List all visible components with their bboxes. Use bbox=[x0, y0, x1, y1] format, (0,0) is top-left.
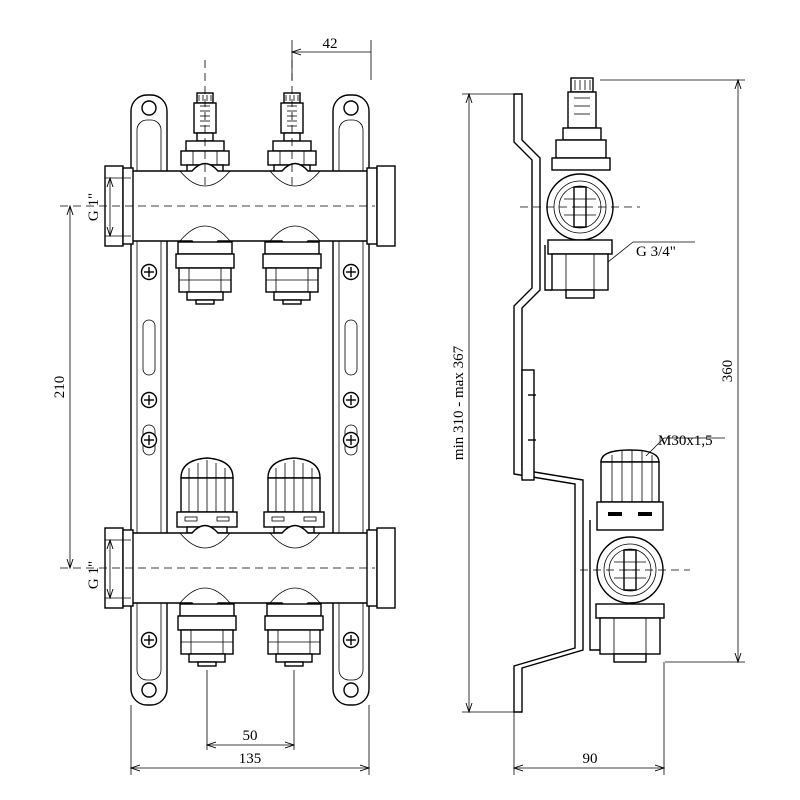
dim-50: 50 bbox=[207, 728, 294, 745]
dim-label-210: 210 bbox=[52, 376, 68, 399]
screw-icon bbox=[342, 391, 360, 409]
dim-label-135: 135 bbox=[239, 751, 262, 767]
side-view bbox=[513, 77, 690, 713]
dim-label-42: 42 bbox=[323, 36, 338, 52]
screw-icon bbox=[342, 431, 360, 449]
dim-label-90: 90 bbox=[583, 751, 598, 767]
dim-135: 135 bbox=[131, 705, 369, 775]
screw-icon bbox=[140, 631, 158, 649]
dim-210: 210 bbox=[52, 206, 70, 568]
dim-label-height-range: min 310 - max 367 bbox=[451, 345, 467, 460]
dim-label-50: 50 bbox=[243, 728, 258, 744]
dim-42: 42 bbox=[292, 36, 372, 80]
callout-label-g34: G 3/4" bbox=[636, 244, 676, 260]
dim-g1-bottom: G 1" bbox=[86, 540, 131, 598]
callout-label-m30: M30x1,5 bbox=[658, 433, 713, 449]
screw-icon bbox=[342, 263, 360, 281]
side-bracket bbox=[513, 93, 584, 713]
screw-icon bbox=[342, 631, 360, 649]
side-supply-manifold bbox=[589, 449, 665, 663]
front-view bbox=[60, 60, 396, 750]
screw-icon bbox=[140, 431, 158, 449]
dim-360: 360 bbox=[600, 80, 745, 662]
dim-label-g1-bottom: G 1" bbox=[86, 561, 102, 589]
dim-g1-top: G 1" bbox=[86, 178, 131, 236]
dim-height-range: min 310 - max 367 bbox=[451, 94, 520, 712]
dim-label-360: 360 bbox=[720, 360, 736, 383]
screw-icon bbox=[140, 263, 158, 281]
dim-label-g1-top: G 1" bbox=[86, 193, 102, 221]
callout-g34: G 3/4" bbox=[607, 241, 695, 263]
dim-90: 90 bbox=[514, 662, 664, 775]
screw-icon bbox=[140, 391, 158, 409]
callout-m30: M30x1,5 bbox=[645, 433, 725, 457]
side-return-manifold bbox=[544, 77, 614, 299]
